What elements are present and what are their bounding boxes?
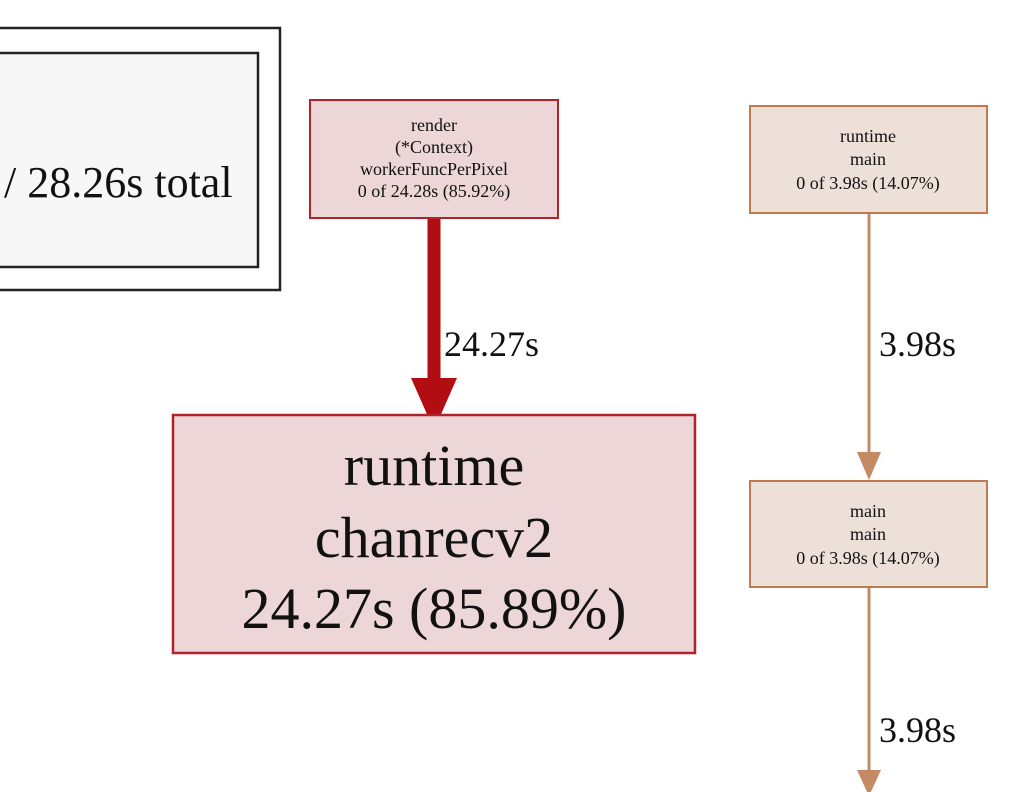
node-line-package: render — [411, 115, 457, 135]
node-box — [749, 480, 988, 588]
edge-arrowhead — [857, 770, 881, 792]
node-line-function: main — [850, 524, 886, 544]
node-line-package: main — [850, 501, 886, 521]
edge-render-to-chanrecv2[interactable]: 24.27s — [411, 218, 539, 430]
node-line-cost: 24.27s (85.89%) — [241, 576, 626, 641]
edge-arrowhead — [411, 378, 457, 430]
edge-main-main-to-next[interactable]: 3.98s — [857, 587, 956, 792]
node-runtime-chanrecv2[interactable]: runtime chanrecv2 24.27s (85.89%) — [171, 413, 697, 655]
node-box — [171, 413, 697, 655]
node-line-cost: 0 of 3.98s (14.07%) — [796, 173, 939, 194]
node-box — [309, 99, 559, 219]
legend-total-text: / 28.26s total — [4, 158, 233, 207]
node-line-package: runtime — [840, 126, 896, 146]
node-line-cost: 0 of 24.28s (85.92%) — [358, 181, 510, 202]
edge-arrowhead — [857, 452, 881, 480]
node-line-package: runtime — [344, 433, 524, 498]
node-line-receiver: (*Context) — [395, 137, 473, 158]
node-main-main[interactable]: main main 0 of 3.98s (14.07%) — [749, 480, 988, 588]
node-line-function: workerFuncPerPixel — [360, 159, 508, 179]
node-runtime-main[interactable]: runtime main 0 of 3.98s (14.07%) — [749, 105, 988, 214]
edge-label: 3.98s — [879, 710, 956, 750]
node-line-function: chanrecv2 — [315, 505, 553, 570]
node-render-worker[interactable]: render (*Context) workerFuncPerPixel 0 o… — [309, 99, 559, 219]
legend-inner-frame — [0, 51, 260, 269]
node-line-function: main — [850, 149, 886, 169]
edge-label: 3.98s — [879, 324, 956, 364]
edge-label: 24.27s — [444, 324, 539, 364]
legend-box: / 28.26s total — [0, 26, 282, 292]
node-box — [749, 105, 988, 214]
node-line-cost: 0 of 3.98s (14.07%) — [796, 548, 939, 569]
edge-runtime-main-to-main-main[interactable]: 3.98s — [857, 213, 956, 480]
